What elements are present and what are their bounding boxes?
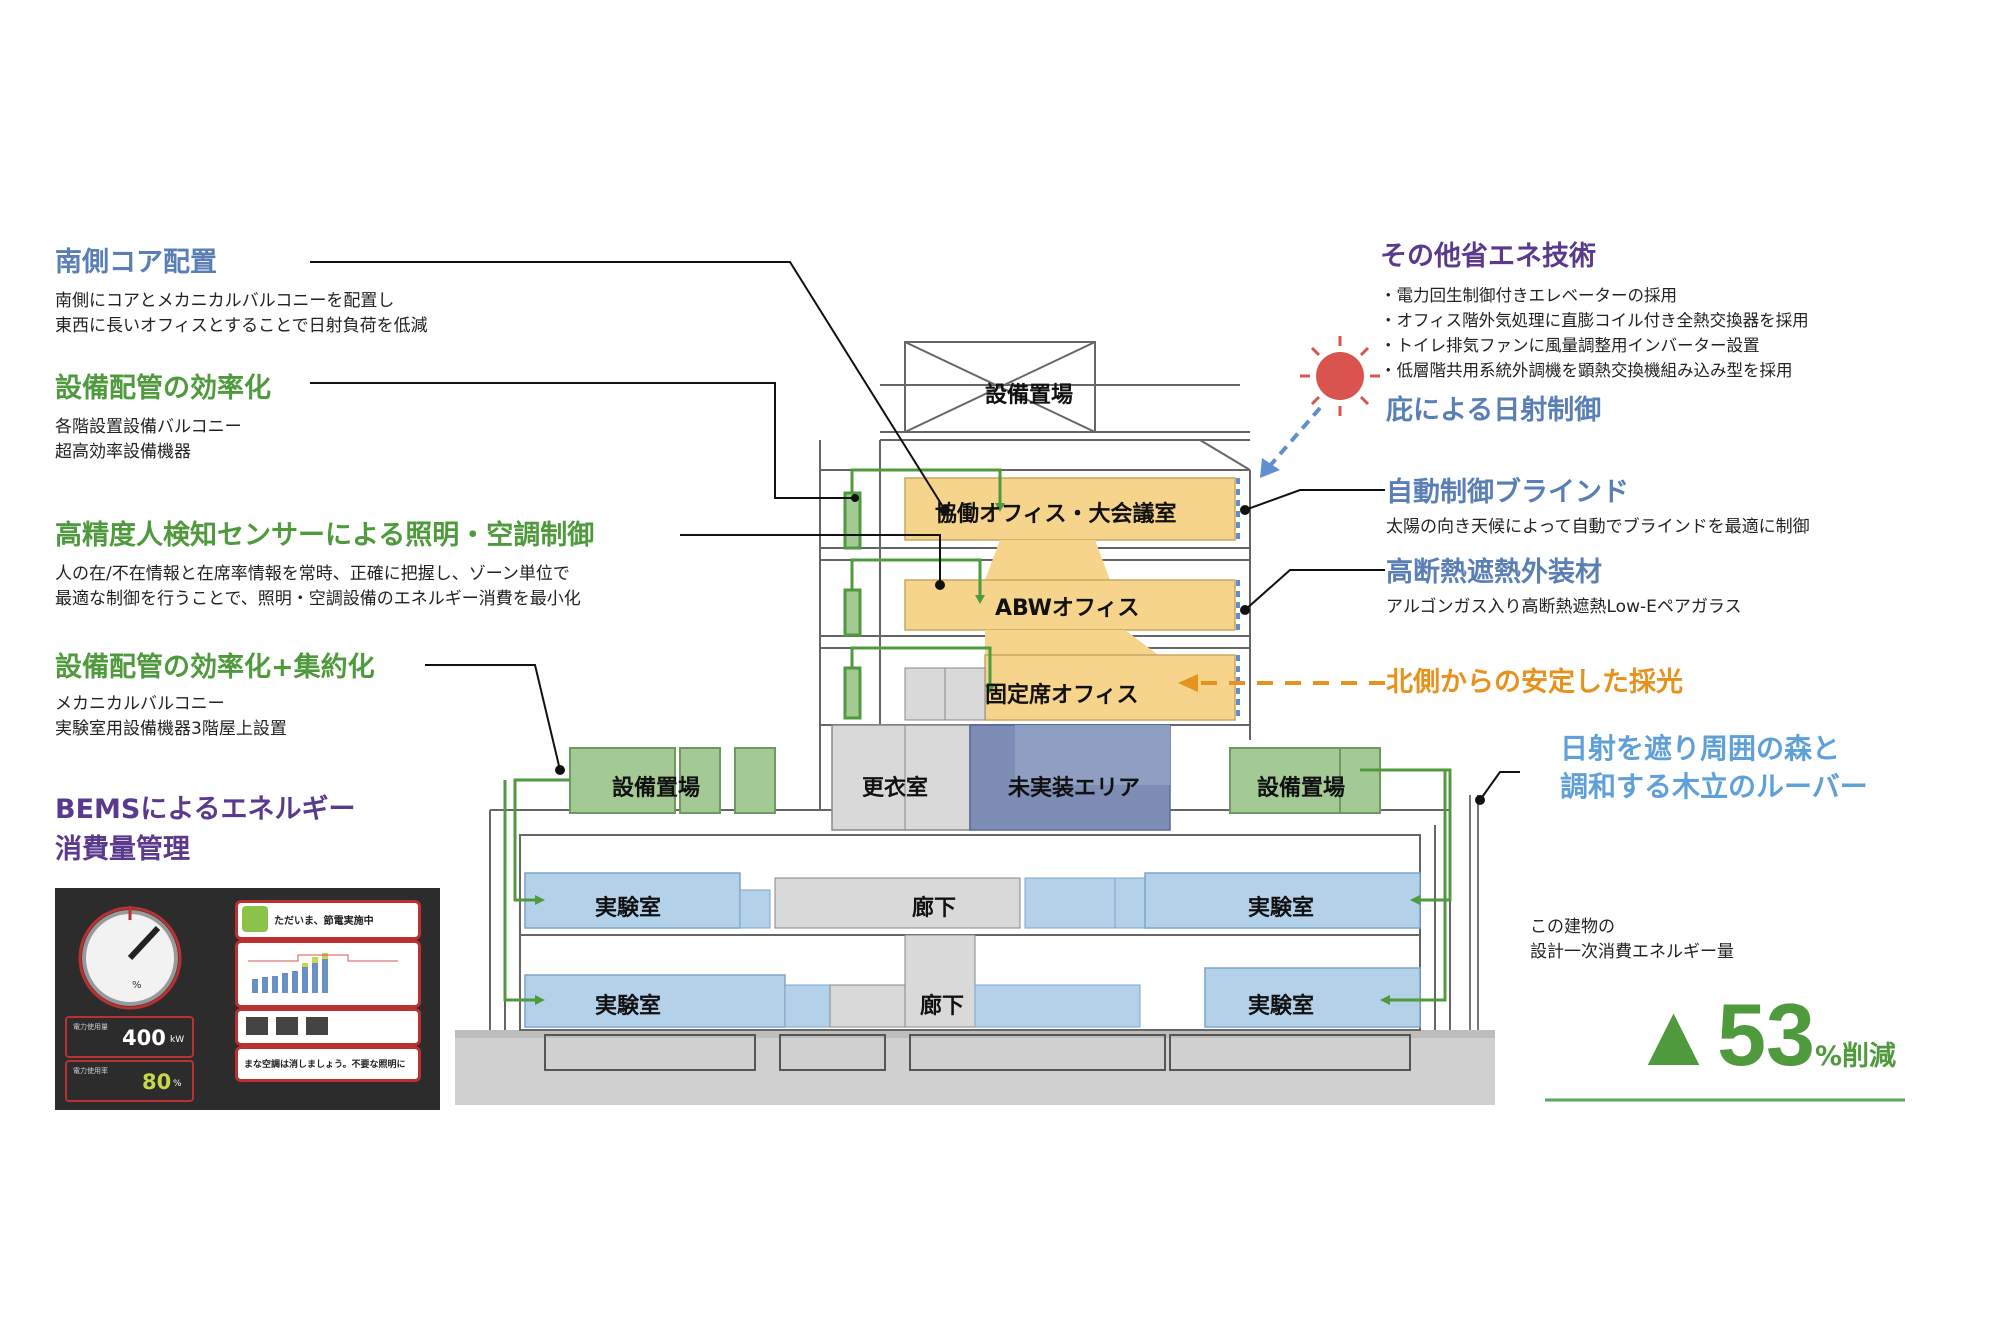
usage-chart-box [235,940,421,1008]
piping-line-2: 超高効率設備機器 [55,442,191,462]
middle-level [569,724,1381,831]
other-line-4: ・低層階共用系統外調機を顕熱交換機組み込み型を採用 [1380,361,1793,380]
result-value-row: ▲53%削減 [1630,990,1896,1080]
piping-line-1: 各階設置設備バルコニー [55,417,242,437]
gauge-icon: % [78,906,182,1010]
gauge-unit: % [132,980,142,991]
other-line-3: ・トイレ排気ファンに風量調整用インバーター設置 [1380,336,1760,355]
sunlight-ray [1266,406,1322,470]
equipment-left-box [569,747,676,814]
room-equipment-right: 設備置場 [1257,776,1346,801]
core-title: 南側コア配置 [55,247,217,278]
room-lab-2: 実験室 [1248,896,1315,921]
message-box: まな空調は消しましょう。不要な照明に [235,1046,421,1082]
piping2-line-2: 実験室用設備機器3階屋上設置 [55,719,287,739]
power-label: 電力使用量 [73,1023,108,1031]
piping2-title: 設備配管の効率化+集約化 [55,652,375,683]
result-unit: %削減 [1814,1041,1897,1072]
leader-lines [310,261,1520,801]
louver [1469,795,1479,1030]
room-equipment-left: 設備置場 [612,776,701,801]
power-value: 400 [122,1026,166,1050]
rate-value: 80 [142,1070,172,1094]
other-line-2: ・オフィス階外気処理に直膨コイル付き全熱交換器を採用 [1380,311,1809,330]
device-icons-box [235,1008,421,1046]
annotation-other: その他省エネ技術 ・電力回生制御付きエレベーターの採用 ・オフィス階外気処理に直… [1380,234,1809,383]
lab-1-box [524,872,741,929]
room-corridor-2: 廊下 [920,994,965,1019]
lab-4-box [1204,967,1421,1028]
other-title: その他省エネ技術 [1380,241,1596,272]
locker-room-box [831,724,971,831]
annotation-facade: 高断熱遮熱外装材 アルゴンガス入り高断熱遮熱Low-Eペアガラス [1386,550,1742,620]
sensor-title: 高精度人検知センサーによる照明・空調制御 [55,520,595,551]
corridor-1-box [774,877,1021,929]
rate-label: 電力使用率 [73,1067,108,1075]
facade-title: 高断熱遮熱外装材 [1386,557,1602,588]
room-abw-office: ABWオフィス [995,596,1140,621]
office-void [985,540,1110,590]
annotation-core: 南側コア配置 南側にコアとメカニカルバルコニーを配置し 東西に長いオフィスとする… [55,240,428,339]
sun-icon [1300,336,1380,416]
bems-title-2: 消費量管理 [55,834,190,865]
annotation-result: この建物の 設計一次消費エネルギー量 [1530,915,1734,965]
sensor-line-2: 最適な制御を行うことで、照明・空調設備のエネルギー消費を最小化 [55,589,581,609]
office-floors [904,477,1236,721]
rate-box: 電力使用率 80 % [65,1060,194,1102]
annotation-piping2: 設備配管の効率化+集約化 メカニカルバルコニー 実験室用設備機器3階屋上設置 [55,645,375,742]
message-text: まな空調は消しましょう。不要な照明に [244,1060,406,1070]
result-line-1: この建物の [1530,917,1615,937]
other-line-1: ・電力回生制御付きエレベーターの採用 [1380,286,1677,305]
room-unfinished: 未実装エリア [1008,776,1141,801]
collab-office-area [904,477,1236,541]
piping-title: 設備配管の効率化 [55,373,271,404]
room-fixed-office: 固定席オフィス [985,683,1139,708]
piping-arrowheads [535,503,1420,1005]
bems-screen: % 電力使用量 400 kW 電力使用率 80 % ただいま、節電実施中 [55,888,440,1110]
room-locker: 更衣室 [862,776,929,801]
notice-box: ただいま、節電実施中 [235,900,421,940]
room-collab-office: 協働オフィス・大会議室 [935,502,1177,527]
louver-line-2: 調和する木立のルーバー [1560,770,1868,803]
abw-office-area [904,579,1236,631]
notice-text: ただいま、節電実施中 [274,916,374,927]
annotation-bems: BEMSによるエネルギー 消費量管理 [55,790,356,870]
annotation-blind: 自動制御ブラインド 太陽の向き天候によって自動でブラインドを最適に制御 [1386,470,1810,540]
result-value: ▲53 [1630,985,1815,1084]
north-light-title: 北側からの安定した採光 [1386,667,1683,698]
room-roof-equipment: 設備置場 [985,383,1074,408]
room-corridor-1: 廊下 [912,896,957,921]
power-unit: kW [170,1035,185,1045]
power-box: 電力使用量 400 kW [65,1016,194,1058]
blind-line: 太陽の向き天候によって自動でブラインドを最適に制御 [1386,517,1810,537]
facade-line: アルゴンガス入り高断熱遮熱Low-Eペアガラス [1386,597,1742,617]
leaf-icon [242,906,268,932]
blind-title: 自動制御ブラインド [1386,477,1629,508]
rate-unit: % [173,1079,182,1089]
room-lab-4: 実験室 [1248,994,1315,1019]
eave-title: 庇による日射制御 [1386,395,1602,426]
core-line-1: 南側にコアとメカニカルバルコニーを配置し [55,291,395,311]
sensor-line-1: 人の在/不在情報と在席率情報を常時、正確に把握し、ゾーン単位で [55,564,570,584]
piping2-line-1: メカニカルバルコニー [55,694,225,714]
ground-base [455,1030,1495,1105]
fixed-office-area [984,654,1236,721]
annotation-louver: 日射を遮り周囲の森と 調和する木立のルーバー [1560,730,1868,806]
annotation-sensor: 高精度人検知センサーによる照明・空調制御 人の在/不在情報と在席率情報を常時、正… [55,513,594,612]
annotation-piping: 設備配管の効率化 各階設置設備バルコニー 超高効率設備機器 [55,366,271,465]
core-line-2: 東西に長いオフィスとすることで日射負荷を低減 [55,316,428,336]
corridor-2-box [904,934,976,1028]
room-lab-3: 実験室 [595,994,662,1019]
room-lab-1: 実験室 [595,896,662,921]
louver-line-1: 日射を遮り周囲の森と [1560,732,1841,765]
foundation [544,1034,1411,1071]
result-line-2: 設計一次消費エネルギー量 [1530,942,1734,962]
bems-title-1: BEMSによるエネルギー [55,794,356,825]
